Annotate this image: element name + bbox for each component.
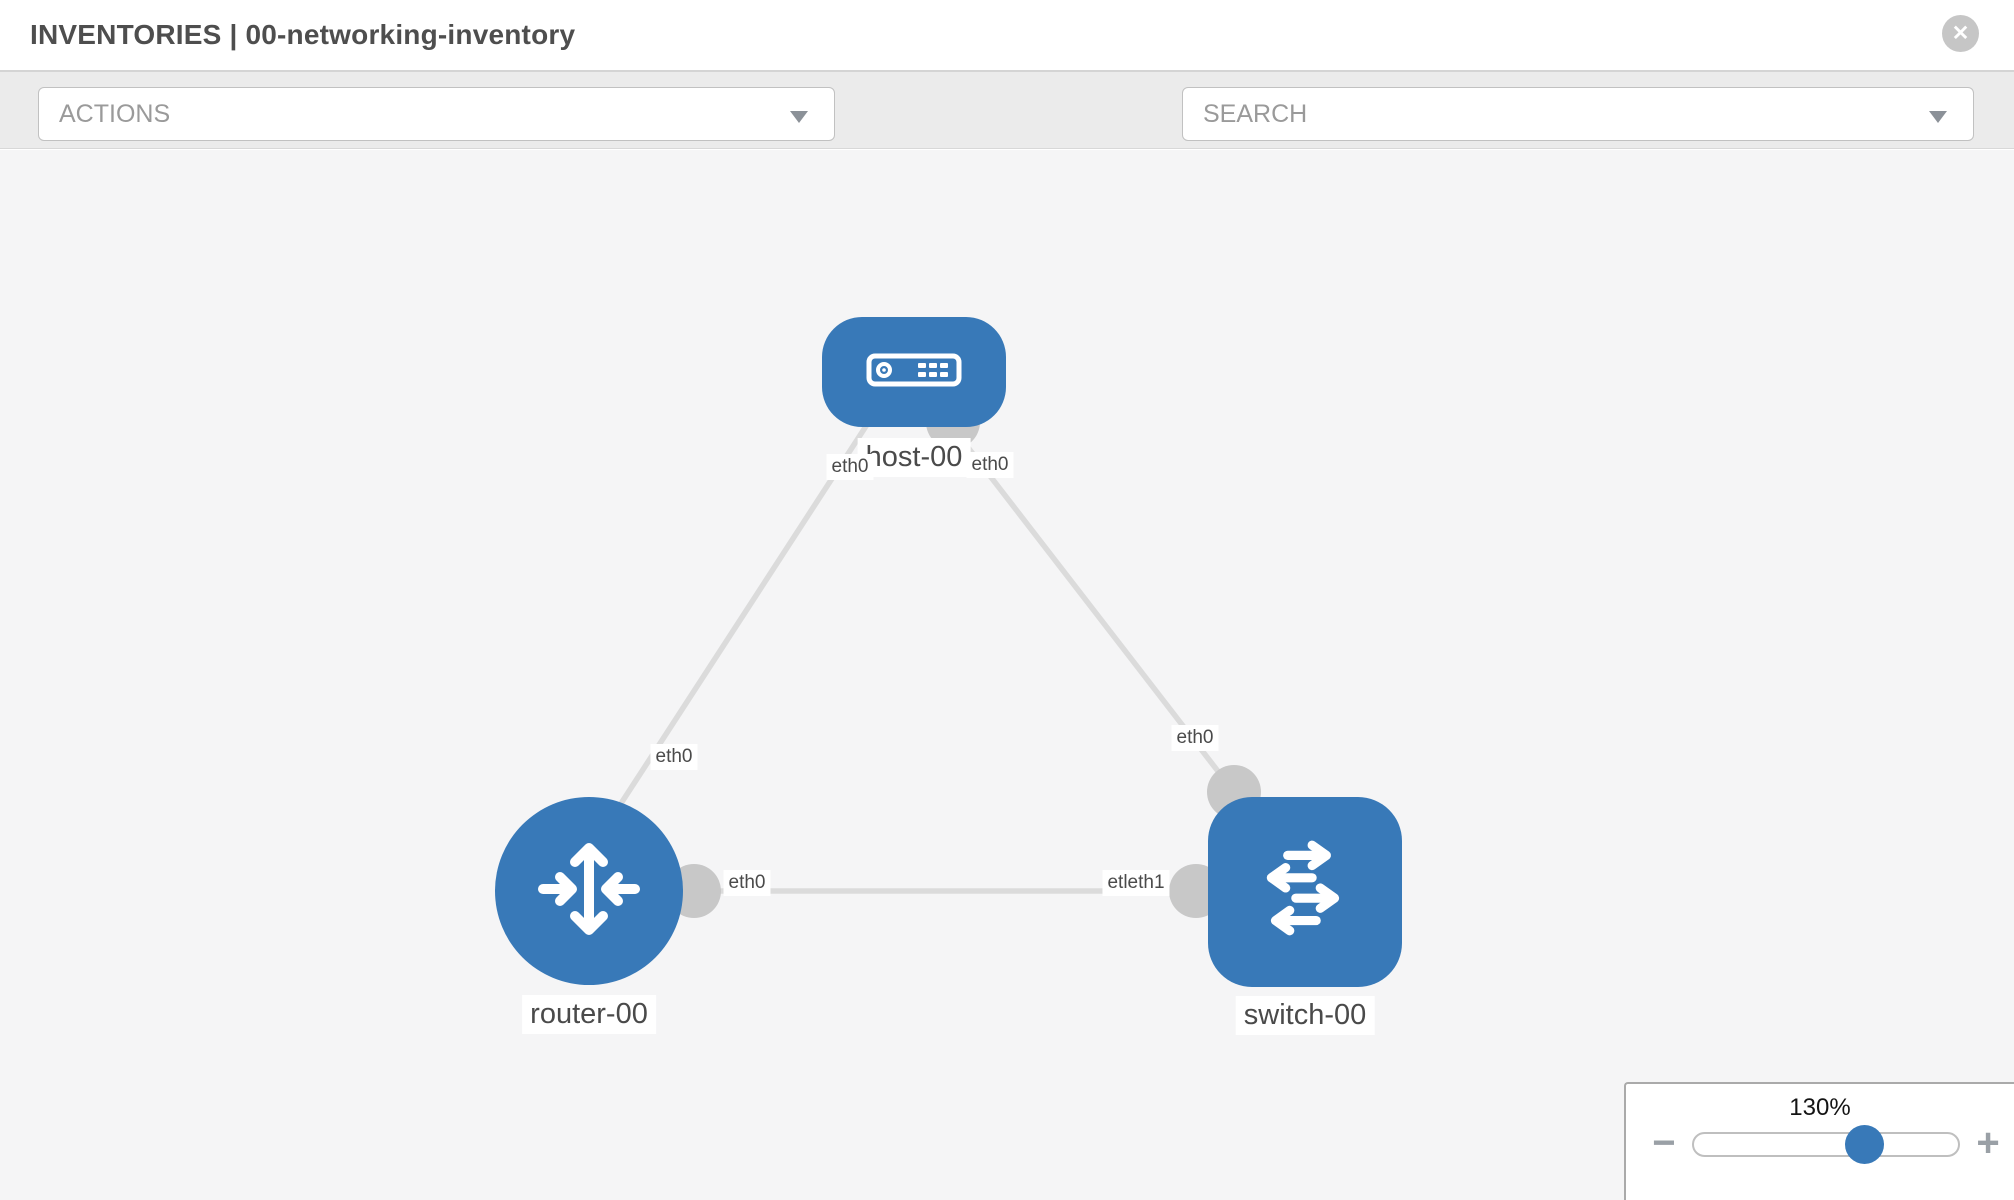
link-host-router[interactable] — [617, 418, 873, 807]
node-router-00[interactable] — [495, 797, 683, 985]
chevron-down-icon — [790, 111, 808, 123]
close-icon: ✕ — [1951, 22, 1970, 45]
zoom-out-button[interactable]: − — [1652, 1121, 1676, 1165]
zoom-slider-track[interactable] — [1692, 1132, 1960, 1157]
router-icon — [533, 833, 645, 950]
search-input[interactable] — [1203, 99, 1903, 129]
zoom-slider-handle[interactable] — [1845, 1125, 1884, 1164]
search-dropdown[interactable] — [1182, 87, 1974, 141]
node-host-00[interactable] — [822, 317, 1006, 427]
node-switch-00[interactable] — [1208, 797, 1402, 987]
zoom-control-panel: 130% − + — [1624, 1082, 2014, 1200]
chevron-down-icon — [1929, 111, 1947, 123]
toolbar: ACTIONS — [0, 72, 2014, 203]
host-icon — [866, 353, 962, 392]
links-layer — [617, 395, 1261, 918]
close-button[interactable]: ✕ — [1942, 15, 1979, 52]
switch-icon — [1249, 834, 1361, 951]
interface-label: eth0 — [1171, 725, 1219, 751]
interface-label: etleth1 — [1102, 870, 1170, 896]
actions-dropdown-label: ACTIONS — [59, 99, 171, 128]
node-label-router: router-00 — [522, 995, 656, 1034]
node-label-host: host-00 — [857, 438, 971, 477]
interface-label: eth0 — [723, 870, 771, 896]
zoom-in-button[interactable]: + — [1976, 1121, 2000, 1165]
page-title: INVENTORIES | 00-networking-inventory — [30, 19, 576, 50]
actions-dropdown[interactable]: ACTIONS — [38, 87, 835, 141]
interface-label: eth0 — [966, 452, 1014, 478]
node-label-switch: switch-00 — [1235, 996, 1375, 1035]
interface-label: eth0 — [826, 454, 874, 480]
panel-header: INVENTORIES | 00-networking-inventory — [0, 0, 2014, 72]
topology-canvas[interactable]: host-00 router-00 switch-00 eth0 eth0 et… — [0, 150, 2014, 1200]
zoom-level-label: 130% — [1789, 1094, 1851, 1121]
interface-label: eth0 — [650, 744, 698, 770]
